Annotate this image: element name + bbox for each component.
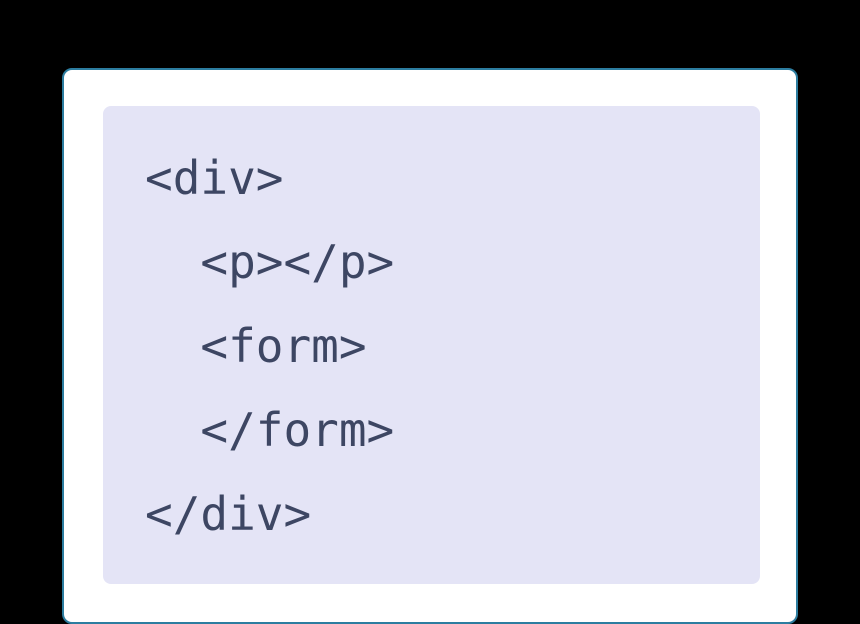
code-line: <div> xyxy=(145,151,284,205)
code-line: <p></p> xyxy=(145,235,395,289)
code-card: <div> <p></p> <form> </form> </div> xyxy=(62,68,798,624)
code-line: </form> xyxy=(145,403,395,457)
code-block: <div> <p></p> <form> </form> </div> xyxy=(103,106,760,584)
code-line: </div> xyxy=(145,487,312,541)
code-line: <form> xyxy=(145,319,367,373)
